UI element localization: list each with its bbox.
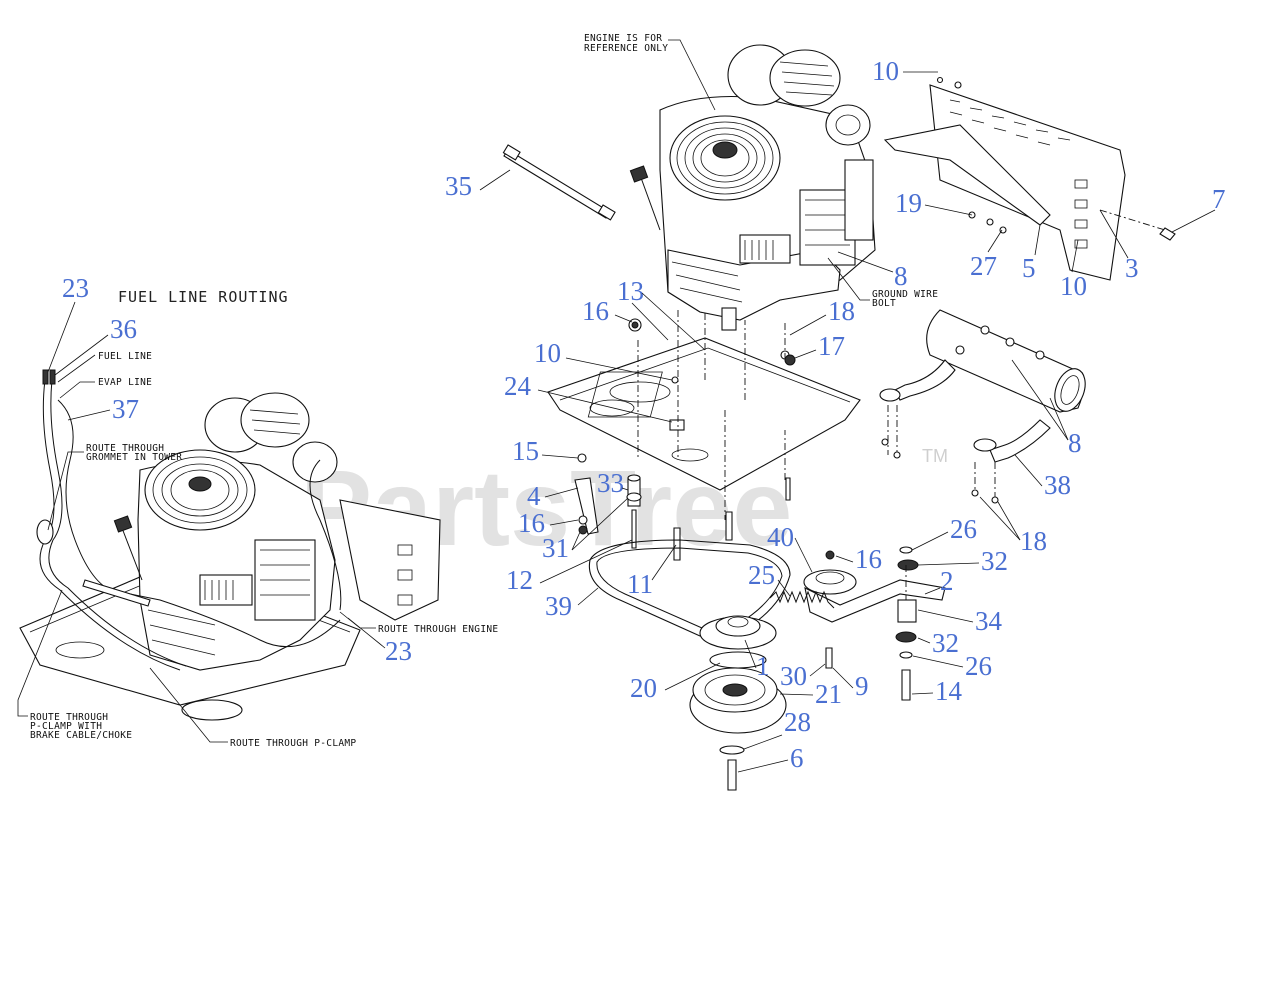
callout-11: 11	[627, 569, 653, 599]
callout-10-top: 10	[872, 56, 899, 86]
engine-deck-plate-drawing	[547, 310, 861, 520]
callout-7: 7	[1212, 184, 1226, 214]
engine-reference-caption-1: ENGINE IS FOR	[584, 33, 662, 44]
pulley-clutch-drawing	[689, 546, 946, 791]
callout-40: 40	[767, 522, 794, 552]
fuel-line-routing-title: FUEL LINE ROUTING	[118, 288, 289, 306]
muffler-drawing	[879, 309, 1086, 504]
grommet-caption-2: GROMMET IN TOWER	[86, 452, 182, 463]
route-through-engine-caption: ROUTE THROUGH ENGINE	[378, 624, 498, 635]
pclamp-brake-caption-2: P-CLAMP WITH	[30, 721, 102, 732]
callout-4: 4	[527, 481, 541, 511]
pclamp-brake-caption-3: BRAKE CABLE/CHOKE	[30, 730, 132, 741]
drive-belt-drawing	[588, 539, 791, 638]
callout-37: 37	[112, 394, 139, 424]
callout-30: 30	[780, 661, 807, 691]
callout-34: 34	[975, 606, 1003, 636]
callout-16-left: 16	[518, 508, 545, 538]
callout-10-right: 10	[1060, 271, 1087, 301]
engine-reference-caption-2: REFERENCE ONLY	[584, 43, 668, 54]
callout-16-top: 16	[582, 296, 609, 326]
callout-39: 39	[545, 591, 572, 621]
route-through-pclamp-caption: ROUTE THROUGH P-CLAMP	[230, 738, 356, 749]
callout-20: 20	[630, 673, 657, 703]
callout-32-bottom: 32	[932, 628, 959, 658]
ground-wire-caption-2: BOLT	[872, 298, 896, 309]
bracket-hardware-drawing	[574, 453, 791, 561]
callout-26-top: 26	[950, 514, 977, 544]
main-engine-drawing	[629, 44, 876, 331]
callout-14: 14	[935, 676, 963, 706]
callout-24: 24	[504, 371, 532, 401]
callouts: 10 35 19 7 27 5 10 3 8 23 36 37 16 13 18…	[47, 56, 1226, 773]
callout-27: 27	[970, 251, 997, 281]
callout-31: 31	[542, 533, 569, 563]
callout-3: 3	[1125, 253, 1139, 283]
evap-line-caption: EVAP LINE	[98, 377, 152, 388]
callout-8-engine: 8	[894, 261, 908, 291]
callout-38: 38	[1044, 470, 1071, 500]
callout-8-muffler: 8	[1068, 428, 1082, 458]
callout-1: 1	[756, 651, 770, 681]
callout-13: 13	[617, 276, 644, 306]
callout-36: 36	[110, 314, 137, 344]
callout-9: 9	[855, 671, 869, 701]
callout-16-right: 16	[855, 544, 882, 574]
callout-12: 12	[506, 565, 533, 595]
routing-engine-drawing	[19, 369, 441, 721]
trademark-mark: TM	[922, 446, 948, 466]
callout-32-top: 32	[981, 546, 1008, 576]
callout-18-right: 18	[1020, 526, 1047, 556]
callout-21: 21	[815, 679, 842, 709]
callout-17: 17	[818, 331, 845, 361]
grommet-caption-1: ROUTE THROUGH	[86, 443, 164, 454]
callout-18-top: 18	[828, 296, 855, 326]
heat-shield-drawing	[883, 76, 1176, 281]
callout-28: 28	[784, 707, 811, 737]
callout-10-deck: 10	[534, 338, 561, 368]
callout-19: 19	[895, 188, 922, 218]
callout-23-bottom: 23	[385, 636, 412, 666]
callout-23-top: 23	[62, 273, 89, 303]
callout-6: 6	[790, 743, 804, 773]
fuel-line-caption: FUEL LINE	[98, 351, 152, 362]
callout-26-bottom: 26	[965, 651, 992, 681]
pclamp-brake-caption-1: ROUTE THROUGH	[30, 712, 108, 723]
callout-2: 2	[940, 566, 954, 596]
callout-15: 15	[512, 436, 539, 466]
callout-35: 35	[445, 171, 472, 201]
fuel-hose-35-drawing	[502, 144, 616, 221]
callout-33: 33	[597, 468, 624, 498]
ground-wire-caption-1: GROUND WIRE	[872, 289, 938, 300]
callout-5: 5	[1022, 253, 1036, 283]
callout-25: 25	[748, 560, 775, 590]
